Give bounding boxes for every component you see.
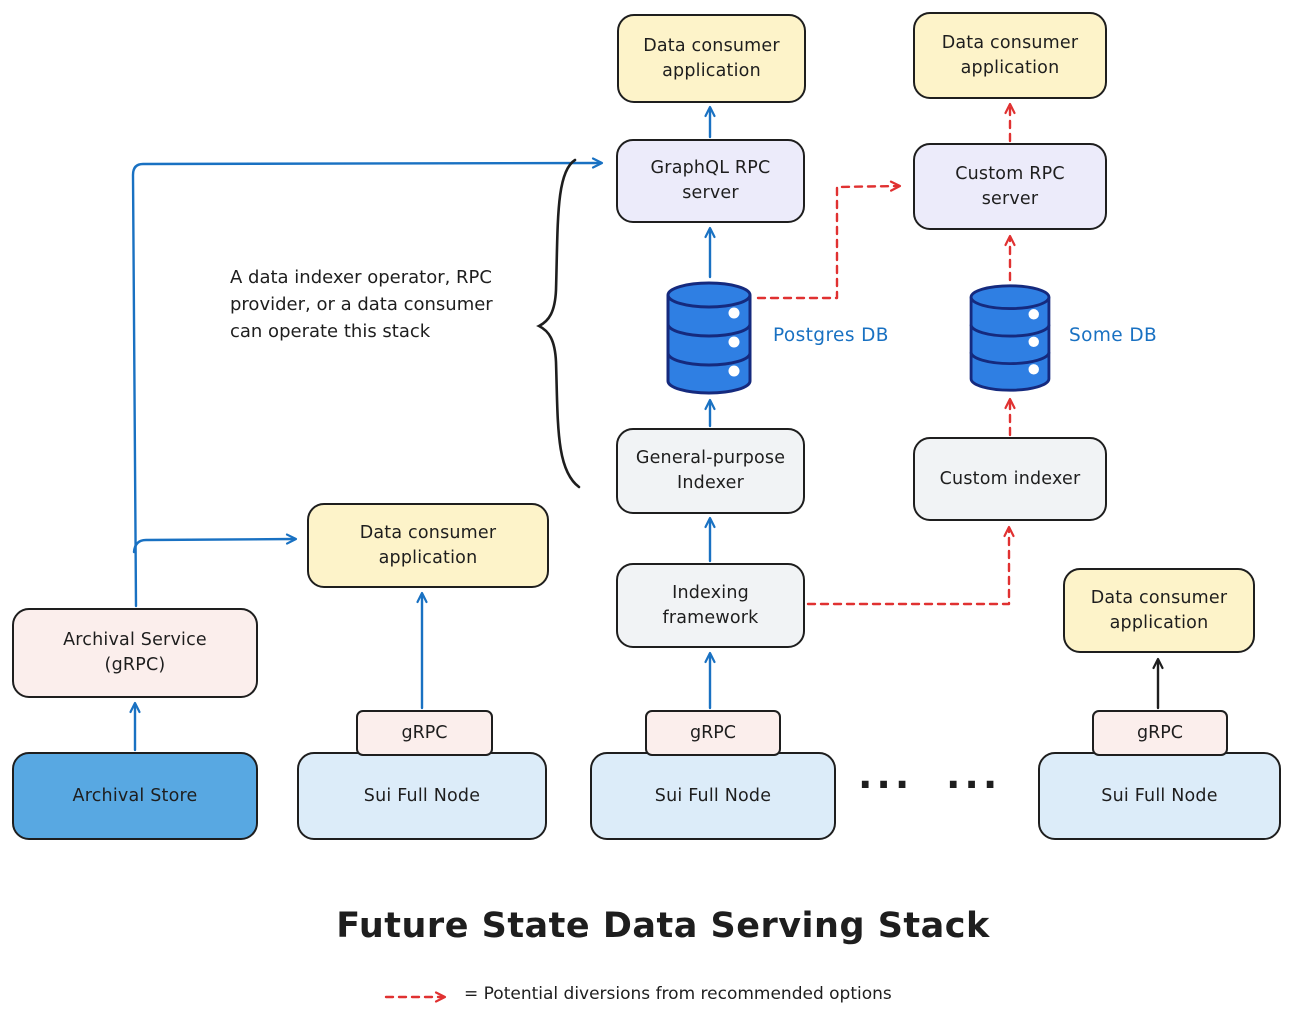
node-label: Archival Service (gRPC) [63,630,207,675]
postgres-db-label: Postgres DB [773,325,889,346]
node-label: Indexing framework [662,582,759,628]
node-label: GraphQL RPC server [650,158,771,203]
node-data-consumer-app-mid-left: Data consumer application [307,503,549,588]
node-label: Sui Full Node [1101,785,1218,806]
tab-label: gRPC [1136,723,1184,743]
dashed-arrow-framework-to-custom-indexer [806,525,1015,606]
some-db-label: Some DB [1069,325,1158,346]
node-sui-full-node-mid: Sui Full Node [590,752,836,840]
node-general-purpose-indexer: General-purpose Indexer [616,428,805,514]
ellipsis-dots-2: ... [946,753,1002,797]
grpc-tab-left: gRPC [356,710,493,756]
node-label: Data consumer application [359,522,497,568]
tab-label: gRPC [689,723,737,743]
node-label: Data consumer application [1090,587,1228,633]
dashed-arrow-postgres-to-custom-rpc [756,180,902,300]
node-graphql-rpc-server: GraphQL RPC server [616,139,805,223]
node-label: Sui Full Node [363,785,481,806]
node-label: Data consumer application [643,35,780,81]
arrow-archival-service-to-graphql [131,157,604,608]
ellipsis-dots-1: ... [858,753,914,797]
operator-annotation: A data indexer operator, RPC provider, o… [230,267,493,342]
node-sui-full-node-left: Sui Full Node [297,752,547,840]
node-label: General-purpose Indexer [635,448,786,493]
curly-brace [536,158,581,489]
legend-text: = Potential diversions from recommended … [464,984,892,1004]
postgres-db-icon [666,281,752,395]
node-label: Archival Store [72,785,198,806]
node-label: Sui Full Node [654,785,772,806]
diagram-title: Future State Data Serving Stack [336,906,990,946]
node-indexing-framework: Indexing framework [616,563,805,648]
node-data-consumer-app-right: Data consumer application [1063,568,1255,653]
node-archival-service: Archival Service (gRPC) [12,608,258,698]
node-data-consumer-app-top-right: Data consumer application [913,12,1107,99]
node-data-consumer-app-top-center: Data consumer application [617,14,806,103]
node-label: Data consumer application [941,32,1079,78]
arrow-branch-to-dca-mid-left [132,533,298,554]
node-label: Custom RPC server [955,163,1065,209]
grpc-tab-right: gRPC [1092,710,1228,756]
node-custom-indexer: Custom indexer [913,437,1107,521]
node-custom-rpc-server: Custom RPC server [913,143,1107,230]
grpc-tab-mid: gRPC [645,710,781,756]
node-label: Custom indexer [939,468,1081,489]
node-archival-store: Archival Store [12,752,258,840]
some-db-icon [969,284,1051,392]
tab-label: gRPC [401,723,448,743]
node-sui-full-node-right: Sui Full Node [1038,752,1281,840]
